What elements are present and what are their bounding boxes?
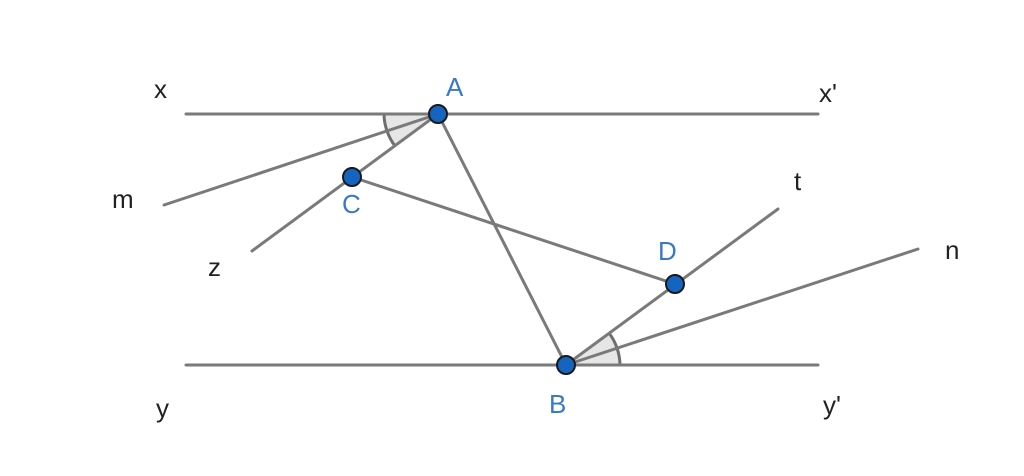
point-label-b: B: [549, 389, 566, 419]
segment-ab: [436, 112, 568, 367]
segment-cd: [350, 175, 677, 286]
line-label-n: n: [945, 235, 959, 265]
line-label-m: m: [112, 184, 134, 214]
point-label-d: D: [658, 236, 677, 266]
ray-am: [162, 112, 440, 207]
line-label-y-prime: y': [823, 390, 841, 420]
line-label-x: x: [154, 74, 167, 104]
line-label-y: y: [156, 393, 169, 423]
line-label-z: z: [208, 252, 221, 282]
line-label-t: t: [794, 166, 802, 196]
point-label-c: C: [342, 189, 361, 219]
line-label-x-prime: x': [819, 78, 837, 108]
point-c: [342, 167, 362, 187]
point-label-a: A: [446, 72, 464, 102]
point-a: [428, 104, 448, 124]
ray-bn: [564, 247, 920, 367]
point-d: [665, 274, 685, 294]
point-b: [556, 355, 576, 375]
